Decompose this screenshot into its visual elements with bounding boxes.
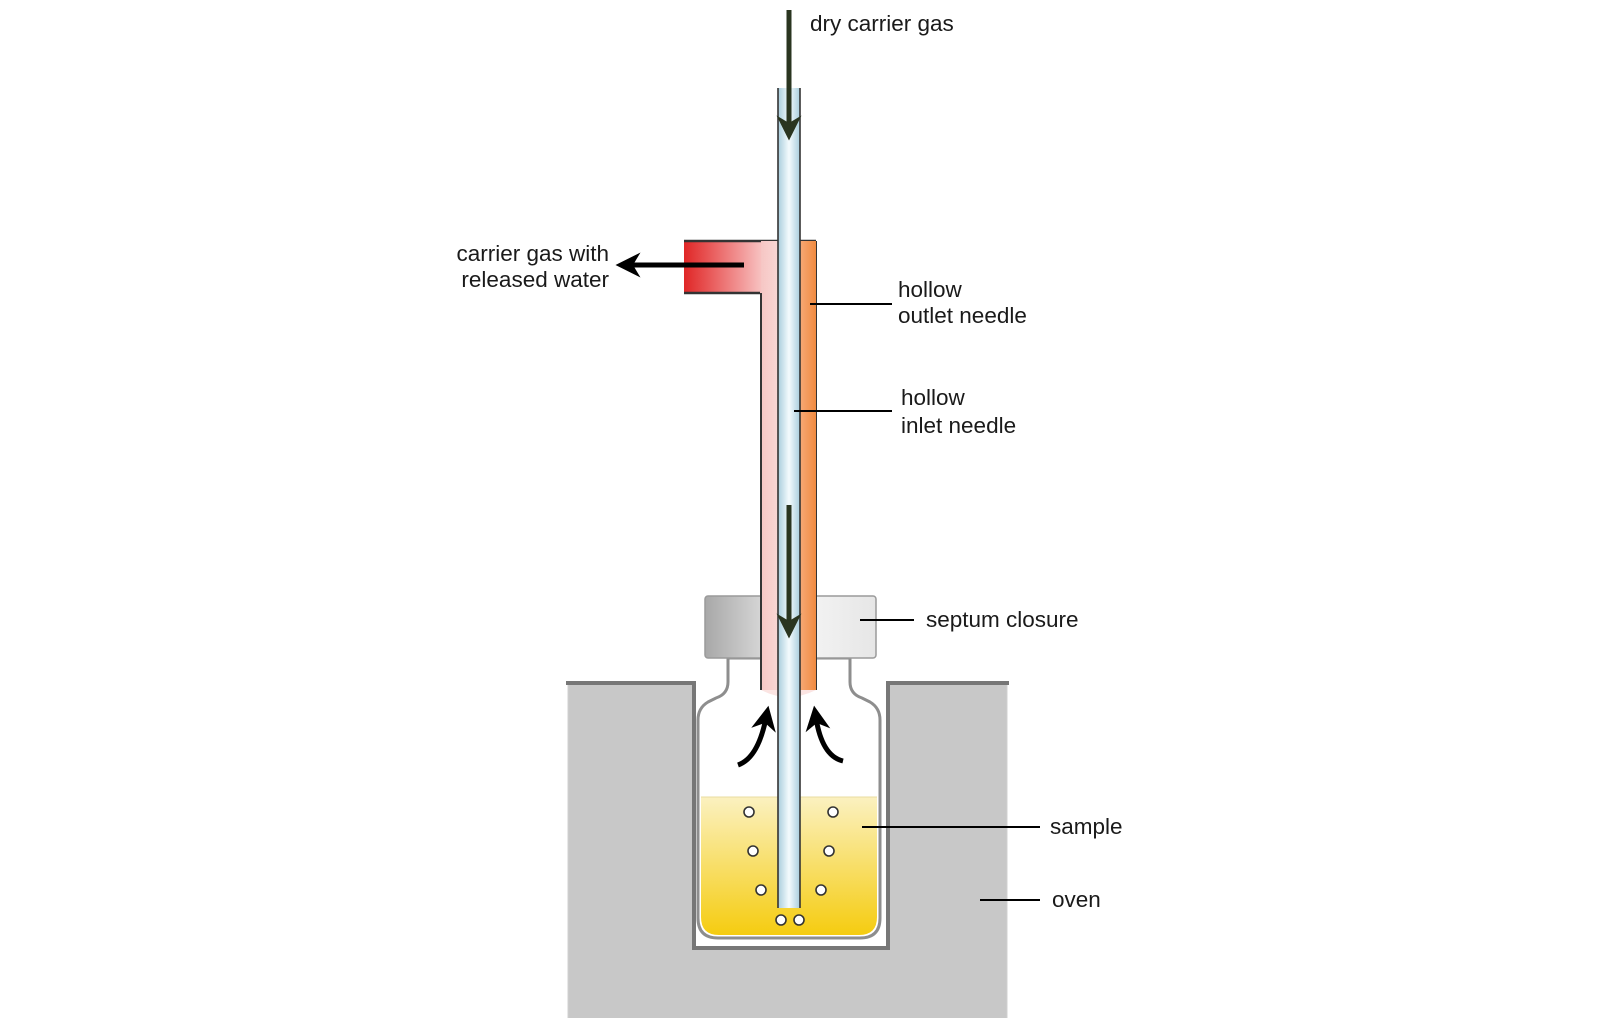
bubble: [823, 845, 835, 857]
oven-block: [566, 681, 1009, 1018]
label-sample: sample: [1050, 814, 1123, 839]
bubble: [747, 845, 759, 857]
label-septum-closure: septum closure: [926, 607, 1079, 632]
bubble: [755, 884, 767, 896]
label-oven: oven: [1052, 887, 1101, 912]
label-inlet-line1: hollow: [901, 385, 966, 410]
rising-gas-arrow-left: [736, 705, 776, 768]
bubble: [815, 884, 827, 896]
rising-gas-arrow-right: [805, 705, 844, 764]
label-dry-carrier-gas: dry carrier gas: [810, 11, 954, 36]
label-outlet-line2: outlet needle: [898, 303, 1027, 328]
label-outlet-line1: hollow: [898, 277, 963, 302]
hollow-inlet-needle: [777, 88, 801, 908]
bubble: [827, 806, 839, 818]
label-inlet-line2: inlet needle: [901, 413, 1016, 438]
bubble: [793, 914, 805, 926]
bubble: [743, 806, 755, 818]
label-released-water: released water: [461, 267, 609, 292]
label-carrier-gas-with: carrier gas with: [456, 241, 609, 266]
leader-lines: [794, 303, 1040, 901]
labels: dry carrier gas carrier gas with release…: [456, 11, 1122, 912]
bubble: [775, 914, 787, 926]
gas-bubbles: [743, 806, 839, 926]
